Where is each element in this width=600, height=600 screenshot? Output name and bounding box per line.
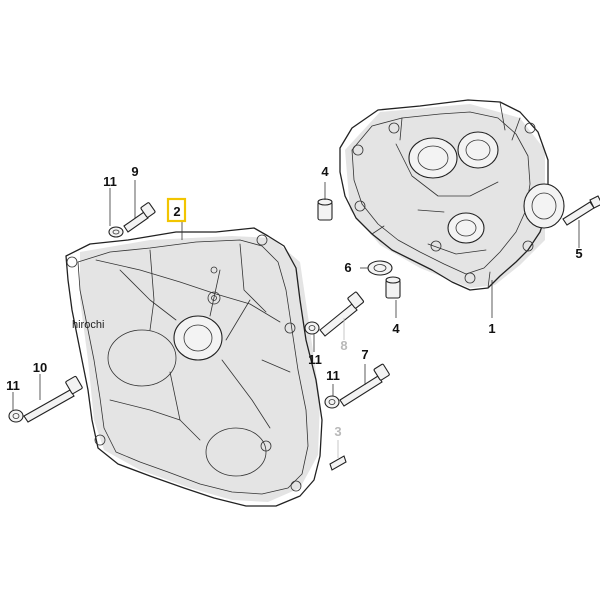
callout-7: 7 — [361, 347, 368, 362]
bolt-9 — [123, 202, 156, 233]
callout-5: 5 — [575, 246, 582, 261]
callout-2-highlight-box — [166, 197, 187, 223]
dowel-pin-3 — [329, 455, 347, 471]
shaft-seal — [367, 260, 393, 276]
callout-11-middle: 11 — [308, 352, 322, 367]
callout-4-lower: 4 — [392, 321, 400, 336]
callout-11-top: 11 — [103, 174, 117, 189]
callout-11-left: 11 — [6, 378, 20, 393]
callout-9: 9 — [131, 164, 138, 179]
gearbox-cover-left — [65, 227, 323, 507]
callout-10: 10 — [33, 360, 47, 375]
bolt-10 — [23, 375, 83, 423]
callout-11-right: 11 — [326, 368, 340, 383]
watermark-text: hirochi — [72, 319, 104, 331]
callout-1: 1 — [488, 321, 495, 336]
dowel-sleeve-lower — [385, 276, 401, 299]
washer-11-lower-right — [324, 395, 340, 409]
callout-4-upper: 4 — [321, 164, 329, 179]
washer-11-top — [108, 226, 124, 238]
washer-11-left — [8, 409, 24, 423]
dowel-sleeve-upper — [317, 198, 333, 221]
leader-lines — [12, 180, 580, 458]
bolt-8 — [319, 291, 364, 337]
gearbox-housing-right — [339, 99, 565, 291]
callout-6: 6 — [344, 260, 351, 275]
callout-labels: 1 2 3 4 4 5 6 7 8 9 10 11 11 11 11 — [6, 164, 582, 439]
callout-8: 8 — [340, 338, 347, 353]
washer-11-middle — [304, 321, 320, 335]
callout-3: 3 — [334, 424, 341, 439]
callout-2: 2 — [173, 204, 180, 219]
bolt-5 — [562, 195, 600, 226]
